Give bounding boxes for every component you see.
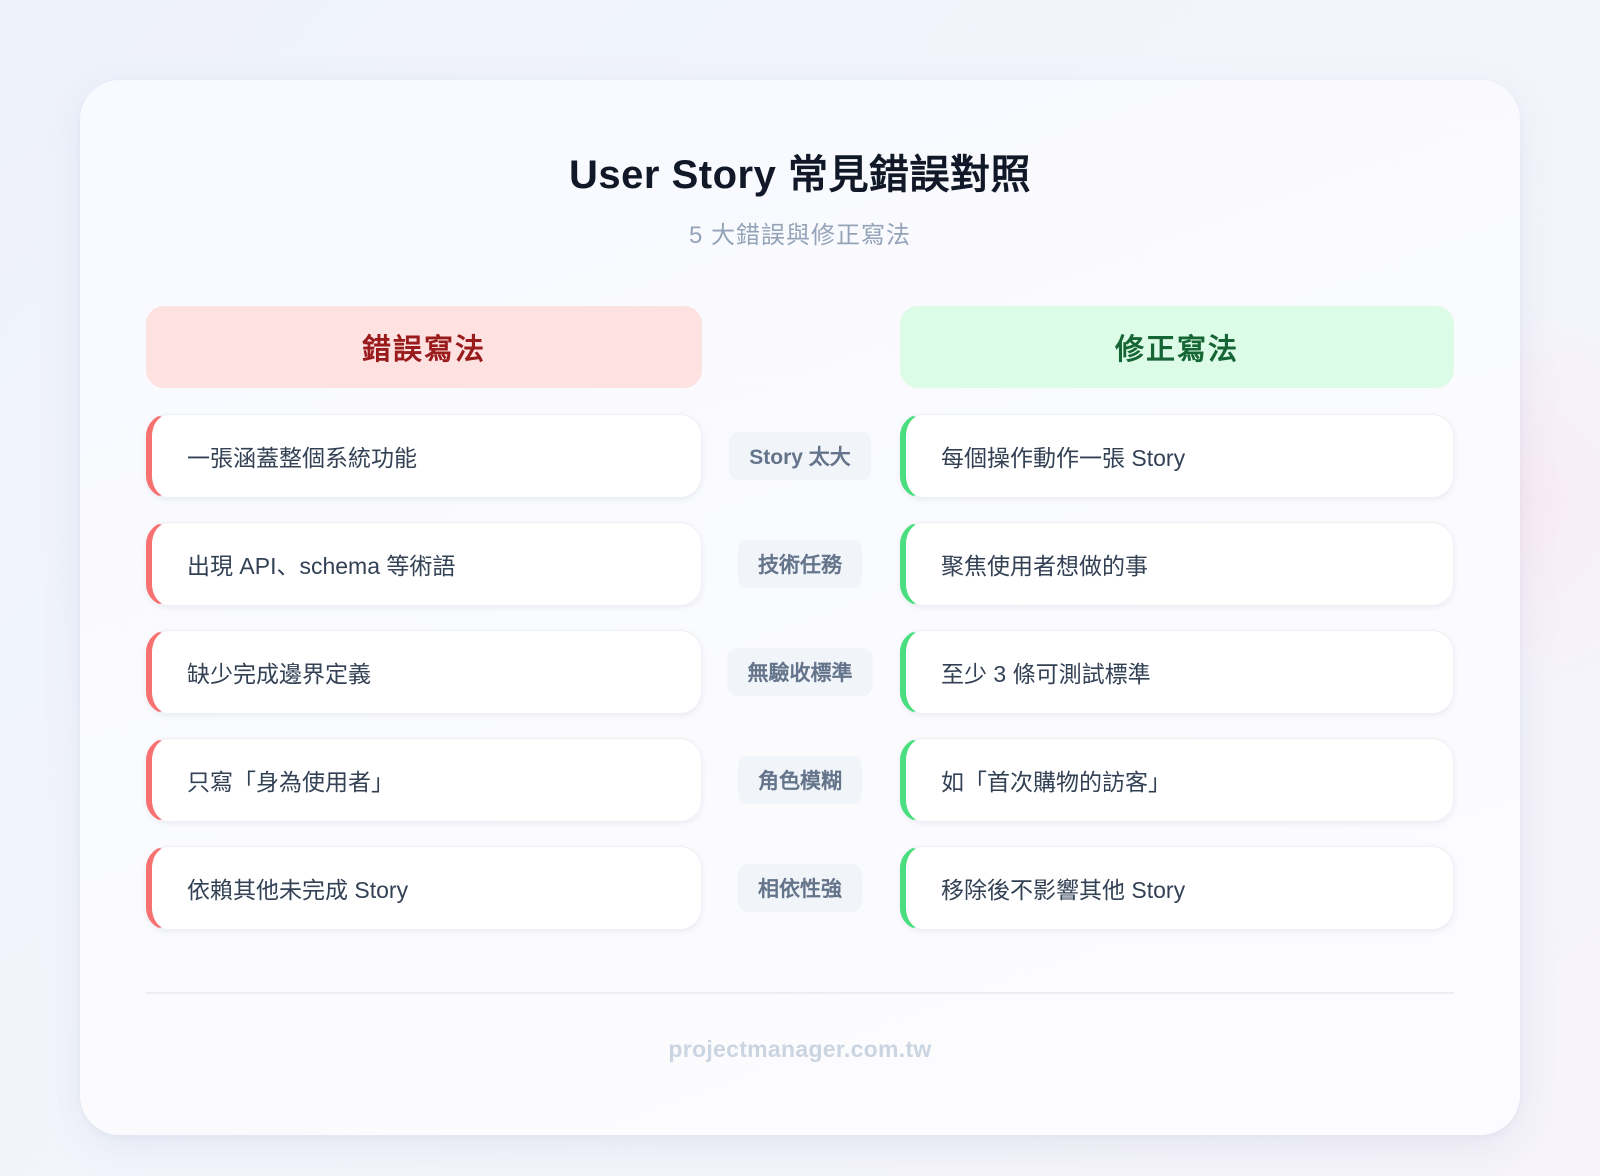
right-item: 移除後不影響其他 Story [900, 846, 1454, 930]
right-item-text: 移除後不影響其他 Story [941, 877, 1186, 903]
wrong-item: 一張涵蓋整個系統功能 [146, 414, 702, 498]
right-item: 每個操作動作一張 Story [900, 414, 1454, 498]
page-subtitle: 5 大錯誤與修正寫法 [688, 222, 911, 249]
column-header-right: 修正寫法 [900, 306, 1454, 388]
right-item-text: 如「首次購物的訪客」 [941, 769, 1171, 795]
right-item-text: 每個操作動作一張 Story [941, 445, 1186, 471]
footer-site: projectmanager.com.tw [668, 1036, 932, 1062]
right-item-text: 至少 3 條可測試標準 [941, 661, 1151, 687]
wrong-item-text: 一張涵蓋整個系統功能 [187, 445, 417, 471]
comparison-card [80, 80, 1520, 1135]
mistake-tag: 無驗收標準 [727, 648, 873, 696]
mistake-tag: Story 太大 [729, 432, 871, 480]
right-item-text: 聚焦使用者想做的事 [941, 553, 1148, 579]
wrong-item: 缺少完成邊界定義 [146, 630, 702, 714]
mistake-tag: 相依性強 [738, 864, 862, 912]
right-item: 聚焦使用者想做的事 [900, 522, 1454, 606]
wrong-item-text: 依賴其他未完成 Story [187, 877, 409, 903]
right-item: 至少 3 條可測試標準 [900, 630, 1454, 714]
wrong-item: 依賴其他未完成 Story [146, 846, 702, 930]
wrong-item: 只寫「身為使用者」 [146, 738, 702, 822]
mistake-tag: 技術任務 [738, 540, 862, 588]
wrong-item-text: 出現 API、schema 等術語 [187, 553, 456, 579]
page-title: User Story 常見錯誤對照 [569, 153, 1031, 197]
footer-divider [146, 992, 1454, 994]
wrong-item-text: 缺少完成邊界定義 [187, 661, 371, 687]
wrong-item-text: 只寫「身為使用者」 [187, 769, 394, 795]
right-item: 如「首次購物的訪客」 [900, 738, 1454, 822]
column-header-wrong: 錯誤寫法 [146, 306, 702, 388]
wrong-item: 出現 API、schema 等術語 [146, 522, 702, 606]
mistake-tag: 角色模糊 [738, 756, 862, 804]
